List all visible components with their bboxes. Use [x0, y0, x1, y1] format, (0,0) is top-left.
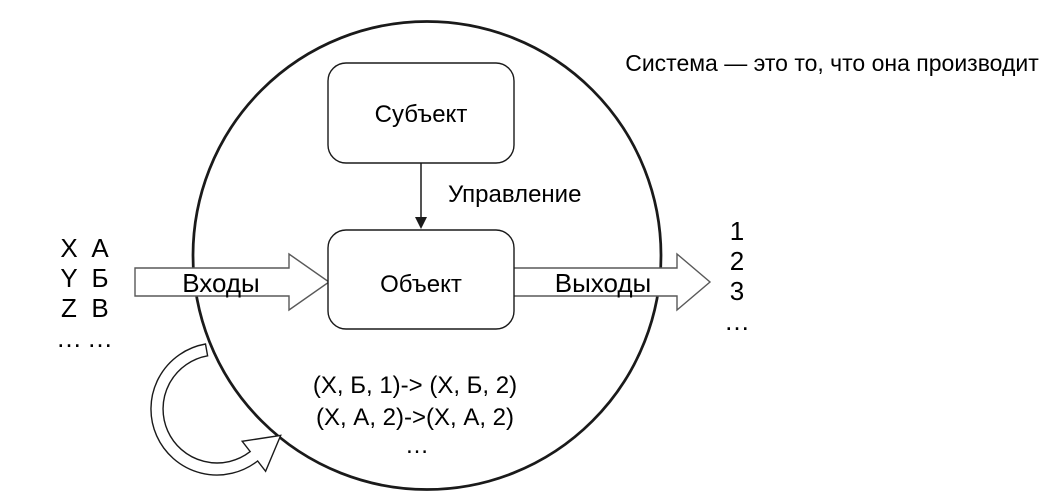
output-values-list: 1 2 3 …: [724, 216, 750, 336]
object-box: [327, 229, 515, 330]
state-transitions: (X, Б, 1)-> (X, Б, 2) (X, А, 2)->(X, А, …: [313, 372, 517, 459]
input-symbol: Z: [61, 293, 77, 323]
state-transition-line: (X, Б, 1)-> (X, Б, 2): [313, 372, 517, 399]
page-title: Система — это то, что она производит: [625, 50, 1039, 76]
output-value: 1: [730, 216, 744, 246]
input-symbols-list: X А Y Б Z В … …: [56, 233, 113, 353]
outputs-arrow-label: Выходы: [555, 268, 651, 298]
output-value-ellipsis: …: [724, 306, 750, 336]
input-symbol: Y: [60, 263, 77, 293]
subject-box-label: Субъект: [375, 101, 468, 128]
state-transition-line: (X, А, 2)->(X, А, 2): [316, 404, 514, 431]
input-symbol: X: [60, 233, 77, 263]
input-symbol: Б: [91, 263, 108, 293]
input-symbol-ellipsis: …: [87, 323, 113, 353]
outputs-block-arrow-icon: [512, 252, 712, 312]
output-value-highlighted: 2: [730, 246, 744, 276]
system-boundary-circle: [191, 20, 663, 491]
object-box-label: Объект: [380, 271, 462, 298]
inputs-block-arrow-icon: [134, 252, 331, 312]
input-symbol: В: [91, 293, 108, 323]
feedback-loop-arrow-icon: [150, 343, 282, 476]
inputs-arrow-label: Входы: [182, 268, 260, 298]
output-value: 3: [730, 276, 744, 306]
input-symbol-ellipsis: …: [56, 323, 82, 353]
input-symbol: А: [91, 233, 109, 263]
control-arrow-label: Управление: [448, 181, 581, 208]
control-arrowhead-icon: [415, 217, 427, 229]
state-transition-ellipsis: …: [405, 432, 429, 459]
